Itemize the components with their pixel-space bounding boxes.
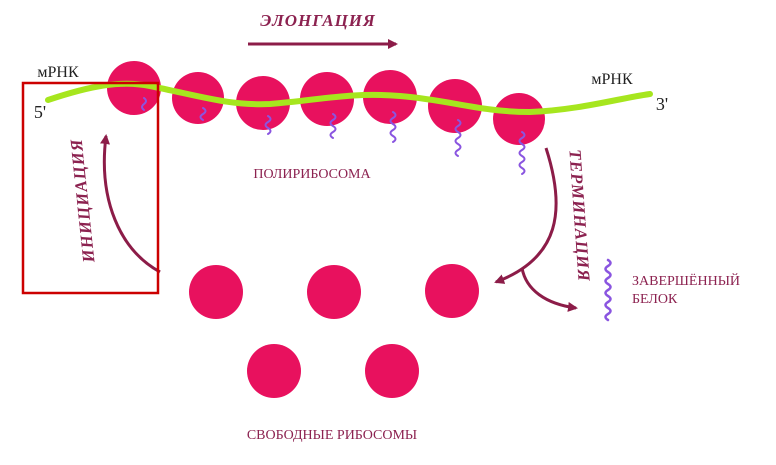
release-arrow [520, 267, 578, 312]
initiation-label: ИНИЦИАЦИЯ [67, 137, 99, 264]
protein-chain [141, 97, 147, 111]
nascent-proteins [141, 97, 526, 175]
finished-protein-label-2: БЕЛОК [632, 292, 678, 307]
free-ribosomes [189, 264, 479, 398]
free-ribosome [425, 264, 479, 318]
free-ribosomes-label: СВОБОДНЫЕ РИБОСОМЫ [247, 428, 417, 443]
free-ribosome [247, 344, 301, 398]
three-prime-label: 3' [656, 94, 668, 114]
mrna-label-right: мРНК [591, 71, 633, 88]
protein-chain [199, 107, 207, 121]
free-ribosome [307, 265, 361, 319]
free-ribosome [365, 344, 419, 398]
initiation-arrow [100, 134, 161, 274]
polyribosome [107, 61, 545, 145]
protein-chain [389, 111, 397, 143]
finished-protein-icon [604, 258, 612, 322]
ribosome [493, 93, 545, 145]
protein-chain [518, 131, 526, 175]
free-ribosome [189, 265, 243, 319]
five-prime-label: 5' [34, 102, 46, 122]
elongation-label: ЭЛОНГАЦИЯ [260, 11, 376, 30]
protein-chain [264, 115, 272, 135]
ribosome [107, 61, 161, 115]
protein-chain [329, 113, 337, 139]
termination-arrow [494, 147, 558, 284]
highlight-box [21, 81, 160, 295]
polyribosome-label: ПОЛИРИБОСОМА [253, 167, 371, 182]
finished-protein-label-1: ЗАВЕРШЁННЫЙ [632, 272, 740, 289]
protein-chain [454, 119, 462, 157]
mrna-strand [45, 80, 653, 116]
termination-label: ТЕРМИНАЦИЯ [565, 149, 593, 283]
mrna-label-left: мРНК [37, 64, 79, 81]
